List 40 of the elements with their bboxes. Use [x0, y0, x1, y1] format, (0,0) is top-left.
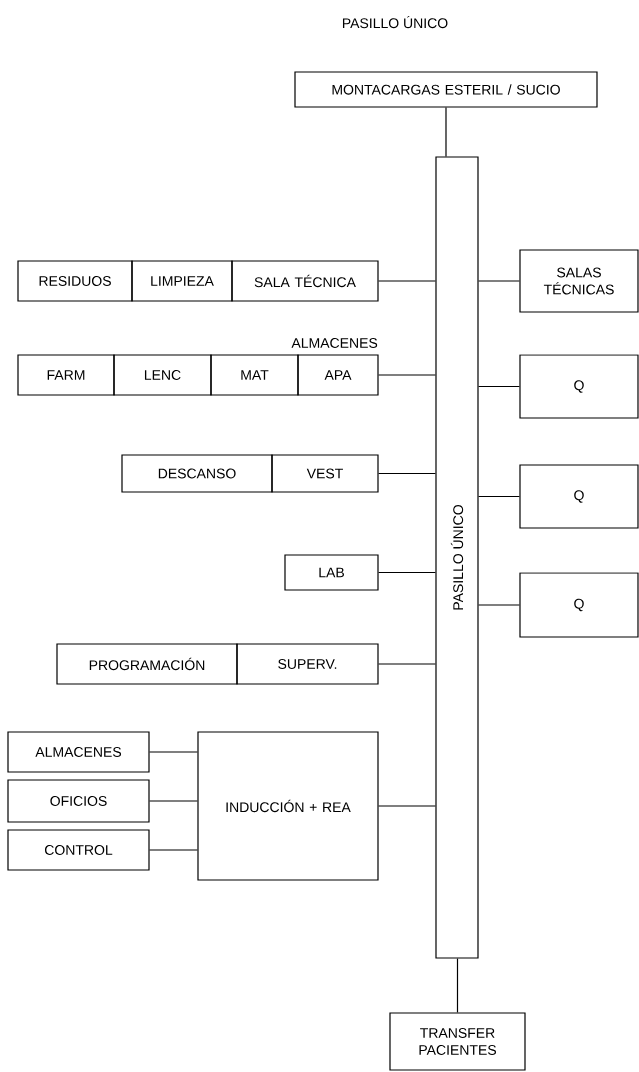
room-box: Q [519, 572, 639, 638]
room-box: RESIDUOS [17, 260, 133, 302]
connector-line [378, 472, 436, 475]
connector-line [478, 385, 520, 388]
connector-line [149, 849, 198, 851]
room-box: MAT [210, 354, 299, 396]
room-box: SALAS TÉCNICAS [519, 249, 639, 313]
connector-line [149, 800, 198, 802]
room-box: DESCANSO [121, 454, 273, 493]
room-box: VEST [271, 454, 379, 493]
room-box: PROGRAMACIÓN [56, 643, 238, 685]
room-box: TRANSFER PACIENTES [389, 1012, 526, 1071]
room-box: ALMACENES [7, 731, 150, 773]
connector-line [445, 107, 447, 157]
room-box: SALA TÉCNICA [231, 260, 379, 302]
room-box: INDUCCIÓN + REA [197, 731, 379, 881]
room-box: MONTACARGAS ESTERIL / SUCIO [294, 71, 598, 108]
connector-line [149, 751, 198, 753]
connector-line [478, 604, 520, 606]
room-box: FARM [17, 354, 115, 396]
connector-line [378, 280, 436, 282]
room-box: LIMPIEZA [131, 260, 233, 302]
connector-line [378, 571, 436, 574]
room-box: SUPERV. [236, 643, 379, 685]
group-label: ALMACENES [291, 338, 378, 348]
room-box: OFICIOS [7, 779, 150, 823]
corridor-bar: PASILLO ÚNICO [435, 156, 479, 959]
room-box: Q [519, 464, 639, 529]
room-box: LAB [284, 554, 379, 591]
connector-line [478, 280, 520, 282]
connector-line [378, 663, 436, 665]
connector-line [378, 805, 436, 807]
room-box: LENC [113, 354, 212, 396]
connector-line [456, 958, 459, 1013]
room-box: APA [297, 354, 379, 396]
connector-line [378, 374, 436, 376]
title: PASILLO ÚNICO [343, 15, 448, 29]
room-box: Q [519, 354, 639, 419]
room-box: CONTROL [7, 829, 150, 871]
connector-line [478, 495, 520, 498]
